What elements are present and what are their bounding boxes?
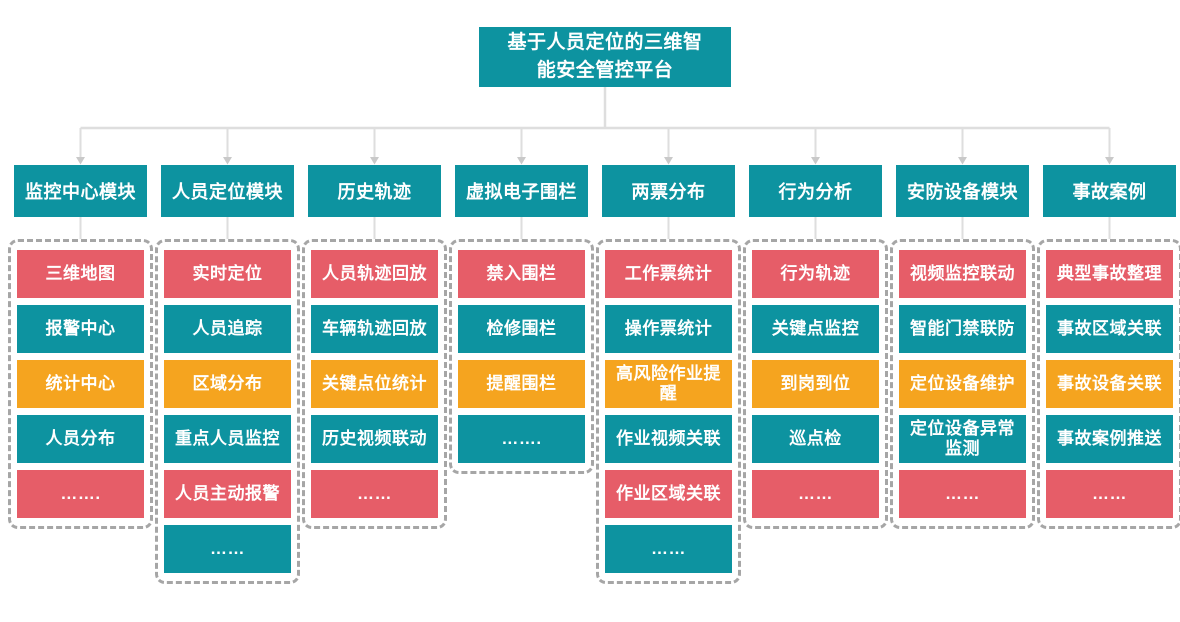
feature-item: 定位设备维护 <box>899 360 1026 408</box>
module-header-2: 历史轨迹 <box>308 165 441 217</box>
feature-item: 作业视频关联 <box>605 415 732 463</box>
module-header-1: 人员定位模块 <box>161 165 294 217</box>
module-header-0: 监控中心模块 <box>14 165 147 217</box>
feature-item: 三维地图 <box>17 250 144 298</box>
module-item-group-0: 三维地图报警中心统计中心人员分布 ……. <box>8 239 153 529</box>
module-column-5: 行为分析行为轨迹关键点监控到岗到位巡点检 …… <box>743 165 888 584</box>
feature-item: …… <box>1046 470 1173 518</box>
module-column-3: 虚拟电子围栏禁入围栏检修围栏提醒围栏 ……. <box>449 165 594 584</box>
feature-item: ……. <box>458 415 585 463</box>
feature-item: 检修围栏 <box>458 305 585 353</box>
module-column-6: 安防设备模块视频监控联动智能门禁联防定位设备维护定位设备异常监测 …… <box>890 165 1035 584</box>
feature-item: 操作票统计 <box>605 305 732 353</box>
feature-item: ……. <box>17 470 144 518</box>
module-item-group-1: 实时定位人员追踪区域分布重点人员监控人员主动报警 …… <box>155 239 300 584</box>
module-item-group-4: 工作票统计操作票统计高风险作业提醒作业视频关联作业区域关联 …… <box>596 239 741 584</box>
module-column-7: 事故案例典型事故整理事故区域关联事故设备关联事故案例推送 …… <box>1037 165 1180 584</box>
module-column-2: 历史轨迹人员轨迹回放车辆轨迹回放关键点位统计历史视频联动 …… <box>302 165 447 584</box>
feature-item: 高风险作业提醒 <box>605 360 732 408</box>
feature-item: 智能门禁联防 <box>899 305 1026 353</box>
module-item-group-5: 行为轨迹关键点监控到岗到位巡点检 …… <box>743 239 888 529</box>
feature-item: 实时定位 <box>164 250 291 298</box>
module-item-group-3: 禁入围栏检修围栏提醒围栏 ……. <box>449 239 594 474</box>
feature-item: 人员轨迹回放 <box>311 250 438 298</box>
feature-item: 提醒围栏 <box>458 360 585 408</box>
feature-item: 区域分布 <box>164 360 291 408</box>
feature-item: 关键点监控 <box>752 305 879 353</box>
feature-item: 事故案例推送 <box>1046 415 1173 463</box>
feature-item: 行为轨迹 <box>752 250 879 298</box>
feature-item: 统计中心 <box>17 360 144 408</box>
feature-item: 报警中心 <box>17 305 144 353</box>
feature-item: 事故设备关联 <box>1046 360 1173 408</box>
feature-item: 人员分布 <box>17 415 144 463</box>
feature-item: 人员主动报警 <box>164 470 291 518</box>
root-node-title: 基于人员定位的三维智能安全管控平台 <box>507 32 703 81</box>
feature-item: 人员追踪 <box>164 305 291 353</box>
feature-item: …… <box>605 525 732 573</box>
module-column-4: 两票分布工作票统计操作票统计高风险作业提醒作业视频关联作业区域关联 …… <box>596 165 741 584</box>
feature-item: 车辆轨迹回放 <box>311 305 438 353</box>
feature-item: 重点人员监控 <box>164 415 291 463</box>
feature-item: 关键点位统计 <box>311 360 438 408</box>
feature-item: 事故区域关联 <box>1046 305 1173 353</box>
feature-item: 作业区域关联 <box>605 470 732 518</box>
module-item-group-7: 典型事故整理事故区域关联事故设备关联事故案例推送 …… <box>1037 239 1180 529</box>
module-column-0: 监控中心模块三维地图报警中心统计中心人员分布 ……. <box>8 165 153 584</box>
feature-item: 典型事故整理 <box>1046 250 1173 298</box>
module-header-4: 两票分布 <box>602 165 735 217</box>
feature-item: 视频监控联动 <box>899 250 1026 298</box>
module-header-5: 行为分析 <box>749 165 882 217</box>
feature-item: …… <box>899 470 1026 518</box>
module-item-group-2: 人员轨迹回放车辆轨迹回放关键点位统计历史视频联动 …… <box>302 239 447 529</box>
feature-item: 历史视频联动 <box>311 415 438 463</box>
feature-item: 巡点检 <box>752 415 879 463</box>
module-header-3: 虚拟电子围栏 <box>455 165 588 217</box>
module-header-7: 事故案例 <box>1043 165 1176 217</box>
feature-item: 工作票统计 <box>605 250 732 298</box>
module-column-1: 人员定位模块实时定位人员追踪区域分布重点人员监控人员主动报警 …… <box>155 165 300 584</box>
feature-item: …… <box>752 470 879 518</box>
feature-item: …… <box>311 470 438 518</box>
feature-item: …… <box>164 525 291 573</box>
feature-item: 到岗到位 <box>752 360 879 408</box>
module-columns: 监控中心模块三维地图报警中心统计中心人员分布…….人员定位模块实时定位人员追踪区… <box>8 165 1180 584</box>
feature-item: 禁入围栏 <box>458 250 585 298</box>
root-node-platform: 基于人员定位的三维智能安全管控平台 <box>479 27 731 87</box>
feature-item: 定位设备异常监测 <box>899 415 1026 463</box>
module-header-6: 安防设备模块 <box>896 165 1029 217</box>
module-item-group-6: 视频监控联动智能门禁联防定位设备维护定位设备异常监测 …… <box>890 239 1035 529</box>
